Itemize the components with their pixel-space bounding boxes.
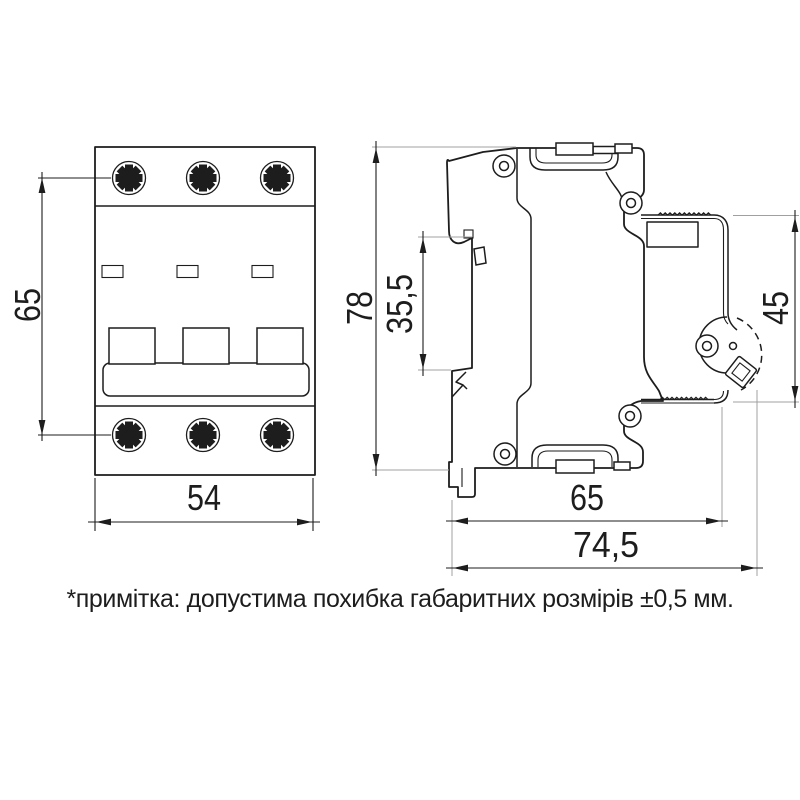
dim-din-zone: 45 (733, 210, 799, 408)
front-section-mould-line (516, 149, 532, 467)
serration (659, 396, 709, 401)
top-corner-step (614, 143, 633, 154)
latch-rotation-arc (736, 317, 763, 391)
side-height-label: 78 (339, 291, 380, 325)
bottom-clip-tab (555, 459, 595, 474)
dim-side-height: 78 (339, 141, 516, 476)
screw-head-icon (187, 419, 220, 452)
bottom-recess (531, 444, 631, 474)
tolerance-note: *примітка: допустима похибка габаритних … (66, 585, 734, 613)
front-height-label: 65 (7, 288, 48, 322)
latch-pin (728, 341, 738, 351)
rivet-icon (619, 191, 643, 215)
top-clip-tab (555, 142, 594, 156)
top-recess (529, 142, 633, 171)
front-section-label: 35,5 (379, 274, 420, 334)
rivet-icon (492, 154, 516, 178)
rivet-icon (493, 442, 517, 466)
rivet-icon (618, 404, 642, 428)
dimensions: 65 54 78 35,5 (7, 141, 799, 576)
screw-head-icon (187, 162, 220, 195)
toggle-notch (463, 229, 474, 239)
screw-head-icon (113, 419, 146, 452)
side-depth-label: 65 (570, 477, 604, 518)
screw-head-icon (261, 162, 294, 195)
dim-front-height: 65 (7, 172, 111, 441)
screw-head-icon (261, 419, 294, 452)
total-depth-label: 74,5 (573, 524, 639, 565)
din-latch (695, 316, 763, 391)
front-face-tab (473, 246, 487, 266)
side-view (446, 142, 763, 498)
dim-front-width: 54 (88, 477, 320, 531)
dim-side-depth: 65 (446, 407, 728, 576)
toggle-bar (102, 362, 310, 397)
bottom-terminal (641, 389, 729, 404)
top-terminal (641, 212, 738, 331)
toggle-handles (108, 327, 304, 365)
front-view (94, 146, 316, 476)
screw-head-icon (113, 162, 146, 195)
terminal-cage (646, 221, 699, 248)
front-hook-detail (451, 371, 468, 398)
dim-total-depth: 74,5 (446, 390, 763, 576)
front-indicator-windows (101, 264, 274, 279)
bottom-corner-step (613, 461, 631, 471)
serration (657, 212, 712, 216)
latch-pivot-rivet (695, 334, 719, 358)
latch-release-tab (724, 355, 758, 389)
din-zone-label: 45 (755, 291, 796, 325)
dim-front-section: 35,5 (379, 231, 472, 376)
front-width-label: 54 (187, 477, 221, 518)
top-clip-step (592, 145, 618, 155)
